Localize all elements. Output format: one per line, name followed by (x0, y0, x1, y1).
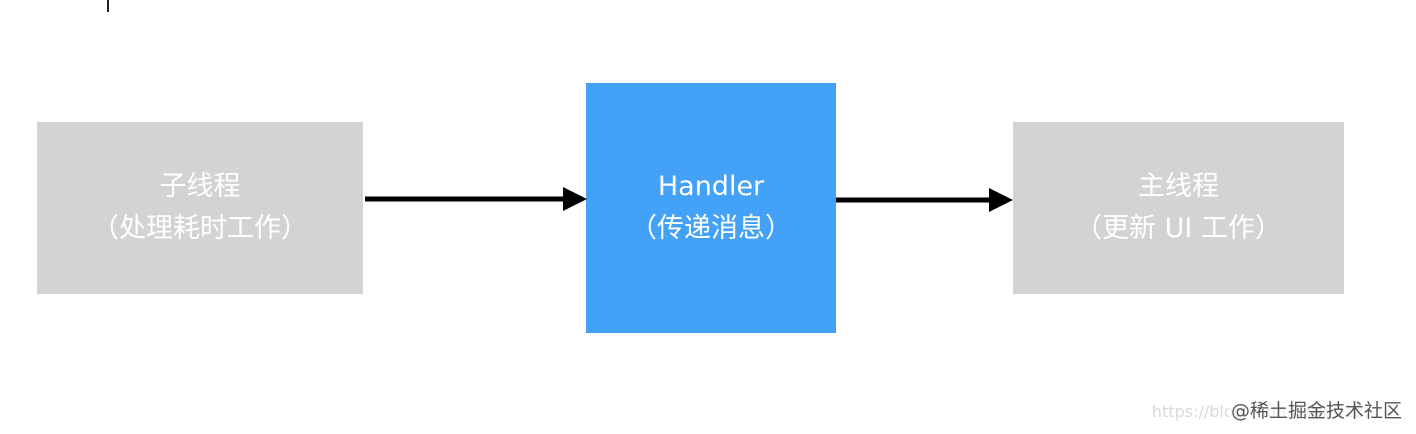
text-cursor-mark (107, 0, 109, 12)
worker-thread-box: 子线程 （处理耗时工作） (37, 122, 363, 294)
handler-box: Handler （传递消息） (586, 83, 836, 333)
arrow-handler-to-main (836, 188, 1013, 212)
main-thread-title: 主线程 (1138, 171, 1219, 202)
watermark-brand: @稀土掘金技术社区 (1228, 396, 1402, 423)
arrow-worker-to-handler (365, 187, 587, 211)
arrow-handler-to-main-head (989, 188, 1013, 212)
worker-thread-subtitle: （处理耗时工作） (92, 213, 308, 244)
main-thread-box: 主线程 （更新 UI 工作） (1013, 122, 1344, 294)
handler-title: Handler (657, 171, 765, 202)
main-thread-subtitle: （更新 UI 工作） (1075, 213, 1282, 244)
worker-thread-title: 子线程 (159, 171, 241, 202)
watermark: https://blog.csdn.net/u012... @稀土掘金技术社区 (1152, 396, 1402, 423)
handler-subtitle: （传递消息） (630, 213, 792, 244)
arrow-worker-to-handler-head (563, 187, 587, 211)
